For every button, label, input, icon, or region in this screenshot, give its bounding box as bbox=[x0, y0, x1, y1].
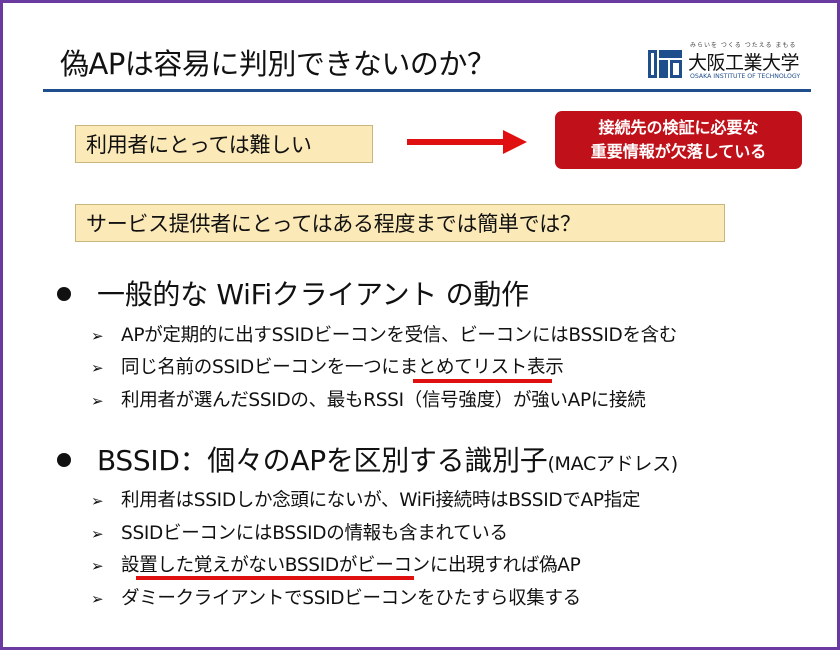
bullet-dot-icon bbox=[57, 287, 71, 301]
list-item-text: 設置した覚えがないBSSIDがビーコンに出現すれば偽AP bbox=[121, 555, 581, 576]
logo-english-name: OSAKA INSTITUTE OF TECHNOLOGY bbox=[690, 73, 801, 80]
list-item-text: APが定期的に出すSSIDビーコンを受信、ビーコンにはBSSIDを含む bbox=[121, 325, 678, 346]
list-item-text: 同じ名前のSSIDビーコンを一つにまとめてリスト表示 bbox=[121, 357, 564, 378]
list-item-text: 利用者が選んだSSIDの、最もRSSI（信号強度）が強いAPに接続 bbox=[121, 390, 646, 411]
arrow-bullet-icon: ➢ bbox=[91, 590, 104, 608]
section-heading: BSSID：個々のAPを区別する識別子(MACアドレス) bbox=[37, 439, 678, 479]
list-item: ➢ 設置した覚えがないBSSIDがビーコンに出現すれば偽AP bbox=[91, 551, 581, 577]
arrow-bullet-icon: ➢ bbox=[91, 492, 104, 510]
section-heading-text: 一般的な WiFiクライアント の動作 bbox=[97, 278, 529, 311]
list-item: ➢ SSIDビーコンにはBSSIDの情報も含まれている bbox=[91, 519, 508, 545]
bullet-dot-icon bbox=[57, 453, 71, 467]
arrow-bullet-icon: ➢ bbox=[91, 557, 104, 575]
list-item-text: SSIDビーコンにはBSSIDの情報も含まれている bbox=[121, 523, 508, 544]
page-title: 偽APは容易に判別できないのか？ bbox=[60, 47, 496, 81]
emphasis-underline bbox=[136, 576, 414, 580]
list-item: ➢ 利用者はSSIDしか念頭にないが、WiFi接続時はBSSIDでAP指定 bbox=[91, 486, 640, 512]
list-item: ➢ 利用者が選んだSSIDの、最もRSSI（信号強度）が強いAPに接続 bbox=[91, 386, 646, 412]
oit-logo-icon bbox=[648, 50, 682, 78]
section-heading-suffix: (MACアドレス) bbox=[547, 453, 678, 475]
right-arrow-icon bbox=[407, 130, 527, 154]
arrow-bullet-icon: ➢ bbox=[91, 392, 104, 410]
missing-info-callout: 接続先の検証に必要な 重要情報が欠落している bbox=[555, 111, 802, 169]
arrow-bullet-icon: ➢ bbox=[91, 327, 104, 345]
section-heading-text: BSSID：個々のAPを区別する識別子 bbox=[97, 444, 548, 477]
list-item: ➢ ダミークライアントでSSIDビーコンをひたすら収集する bbox=[91, 584, 581, 610]
section-heading: 一般的な WiFiクライアント の動作 bbox=[37, 273, 529, 313]
arrow-bullet-icon: ➢ bbox=[91, 359, 104, 377]
callout-line-1: 接続先の検証に必要な bbox=[598, 118, 759, 137]
university-logo: みらいを つくる つたえる まもる 大阪工業大学 OSAKA INSTITUTE… bbox=[648, 40, 810, 84]
callout-line-2: 重要情報が欠落している bbox=[590, 142, 767, 161]
provider-note: サービス提供者にとってはある程度までは簡単では？ bbox=[75, 204, 725, 242]
list-item-text: ダミークライアントでSSIDビーコンをひたすら収集する bbox=[121, 588, 581, 609]
emphasis-underline bbox=[413, 379, 552, 383]
list-item-text: 利用者はSSIDしか念頭にないが、WiFi接続時はBSSIDでAP指定 bbox=[121, 490, 641, 511]
title-divider bbox=[43, 89, 811, 92]
logo-tagline: みらいを つくる つたえる まもる bbox=[690, 42, 797, 49]
arrow-bullet-icon: ➢ bbox=[91, 525, 104, 543]
list-item: ➢ APが定期的に出すSSIDビーコンを受信、ビーコンにはBSSIDを含む bbox=[91, 321, 677, 347]
logo-name: 大阪工業大学 bbox=[688, 52, 800, 74]
list-item: ➢ 同じ名前のSSIDビーコンを一つにまとめてリスト表示 bbox=[91, 353, 564, 379]
user-note: 利用者にとっては難しい bbox=[75, 125, 373, 163]
